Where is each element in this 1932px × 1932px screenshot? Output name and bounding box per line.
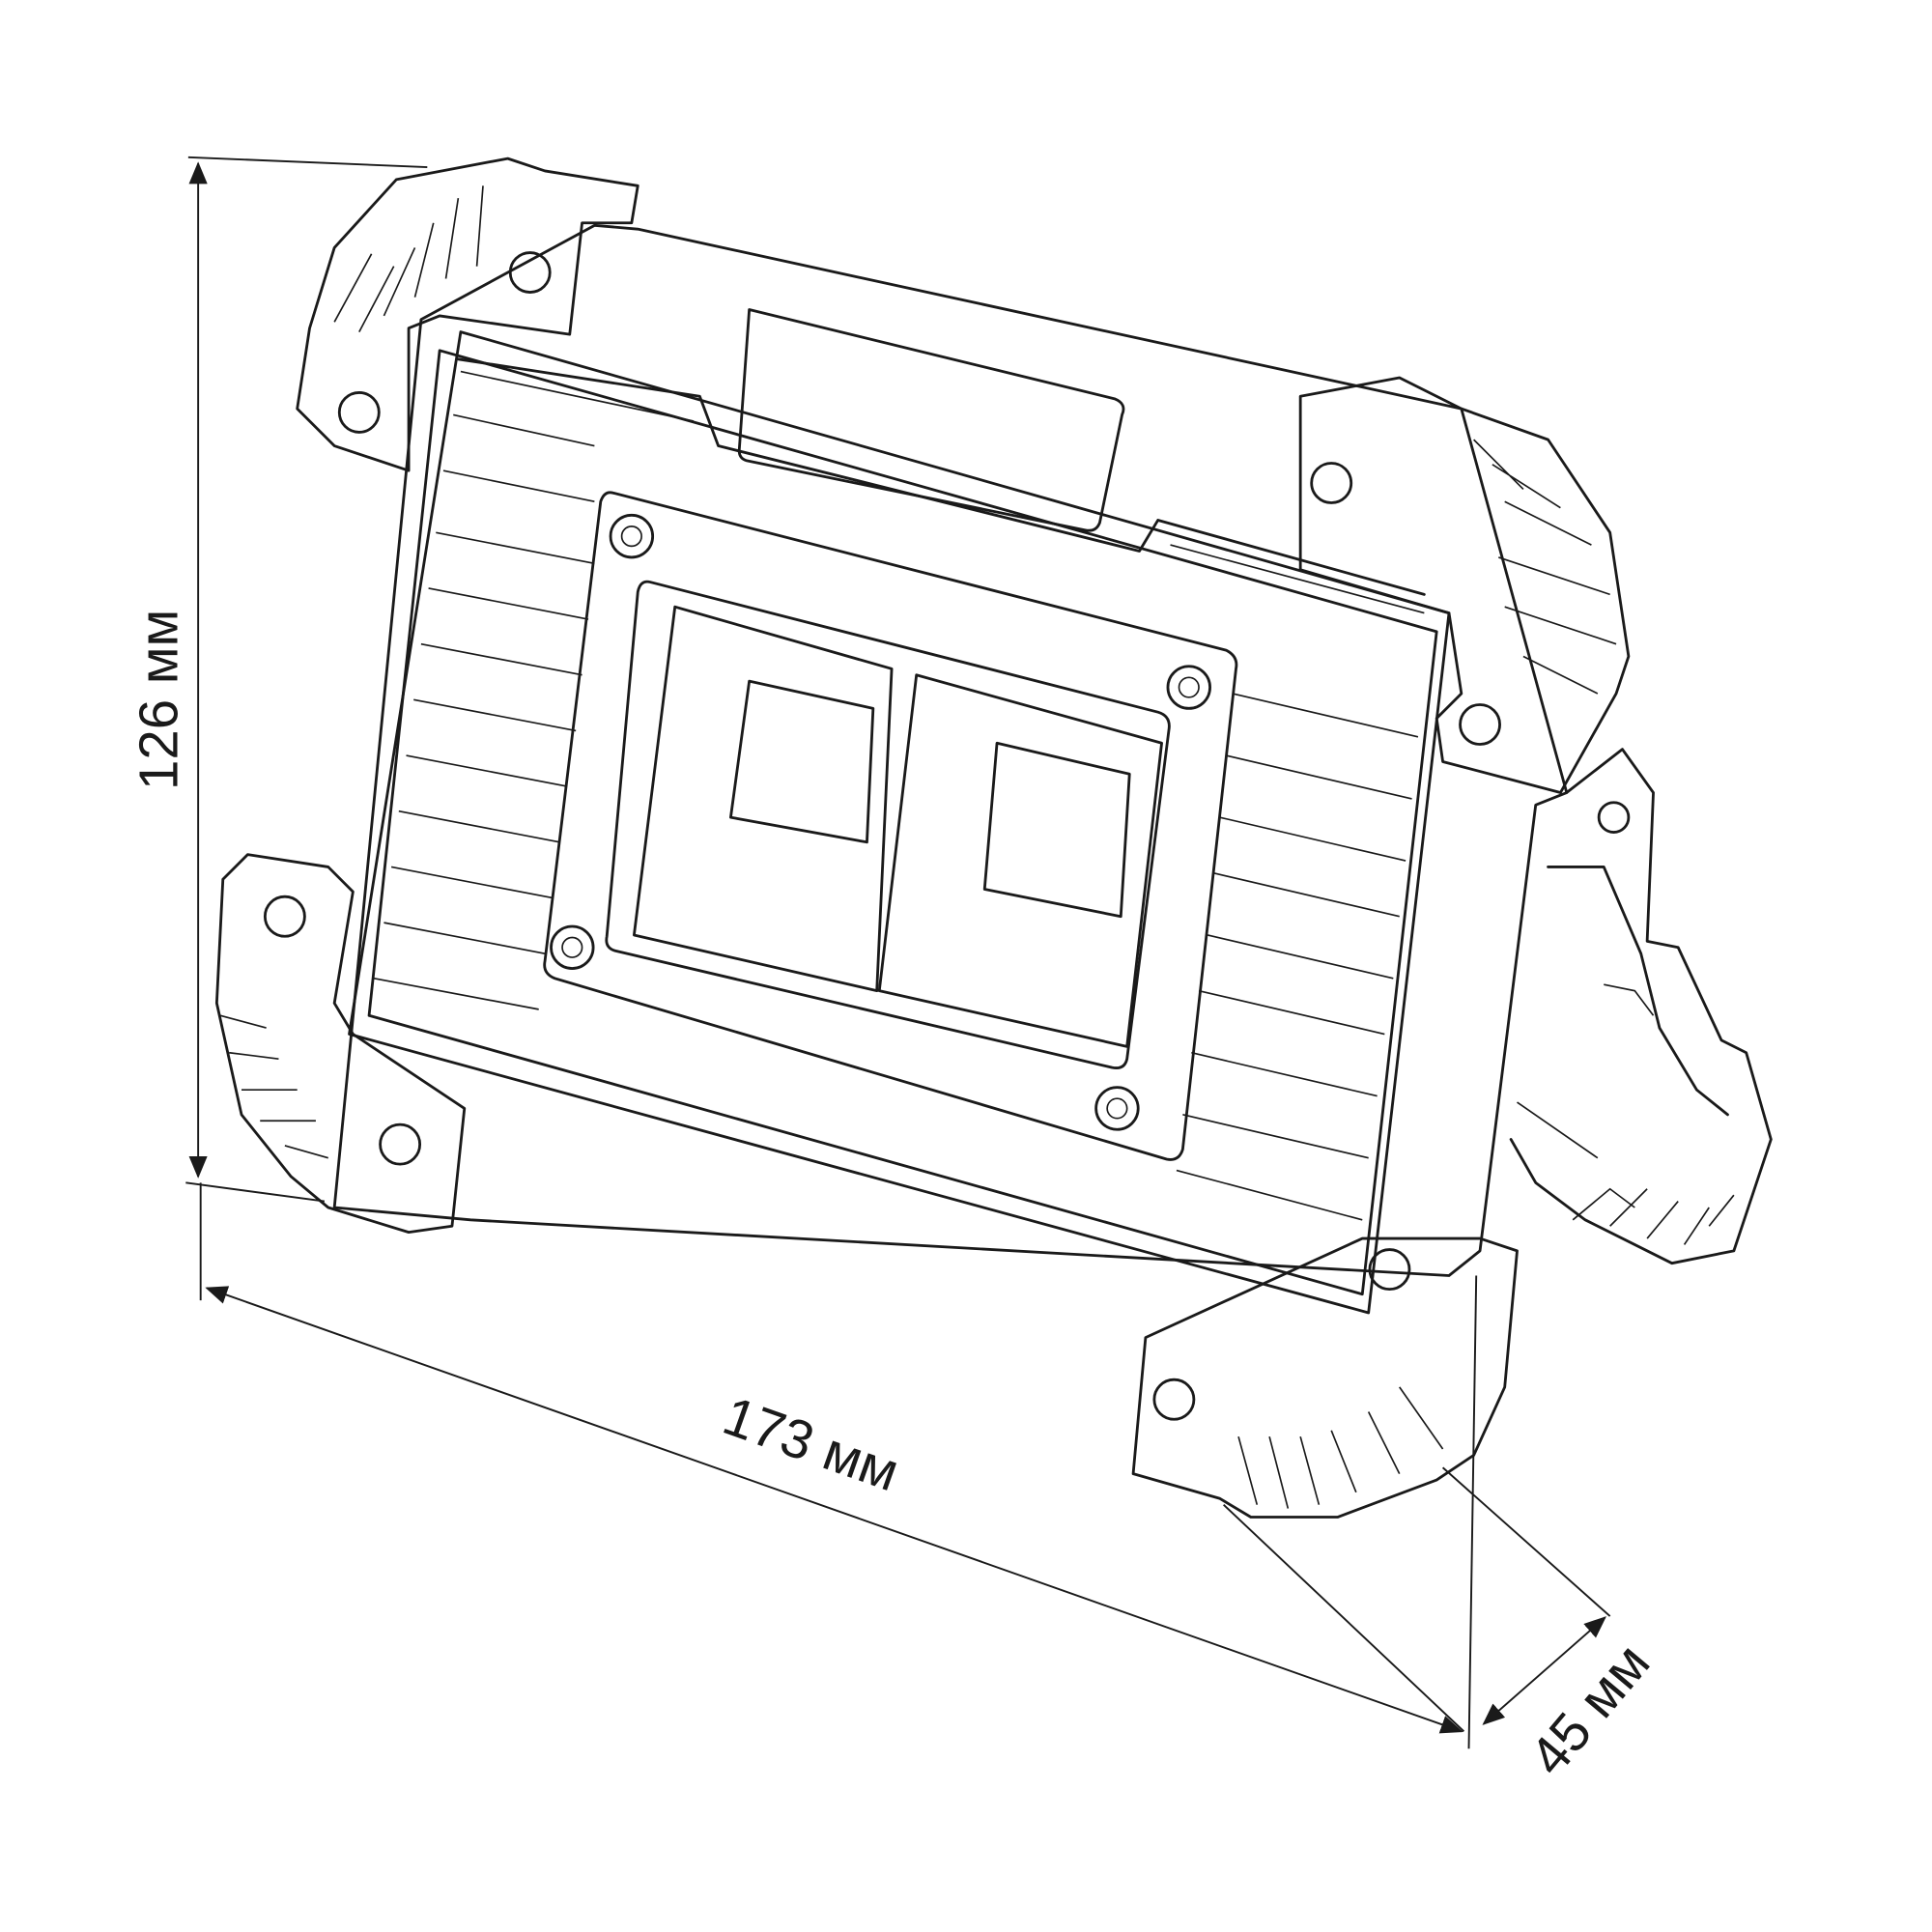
width-dimension bbox=[205, 1286, 1463, 1734]
stand bbox=[1509, 748, 1773, 1265]
width-label: 173 мм bbox=[716, 1384, 907, 1502]
depth-label: 45 мм bbox=[1518, 1633, 1662, 1787]
corner-bumpers bbox=[214, 156, 1631, 1519]
handle-slot bbox=[737, 308, 1125, 532]
dimension-lines bbox=[185, 156, 1611, 1749]
led-module bbox=[543, 491, 1238, 1161]
height-label: 126 мм bbox=[128, 610, 188, 790]
stand-pivot-icon bbox=[1597, 801, 1631, 834]
depth-dimension bbox=[1482, 1616, 1606, 1725]
led-chip-right bbox=[877, 673, 1163, 1048]
cooling-fins bbox=[374, 370, 1425, 1221]
screws bbox=[550, 513, 1211, 1131]
led-chip-left bbox=[633, 605, 894, 993]
housing bbox=[332, 223, 1569, 1315]
